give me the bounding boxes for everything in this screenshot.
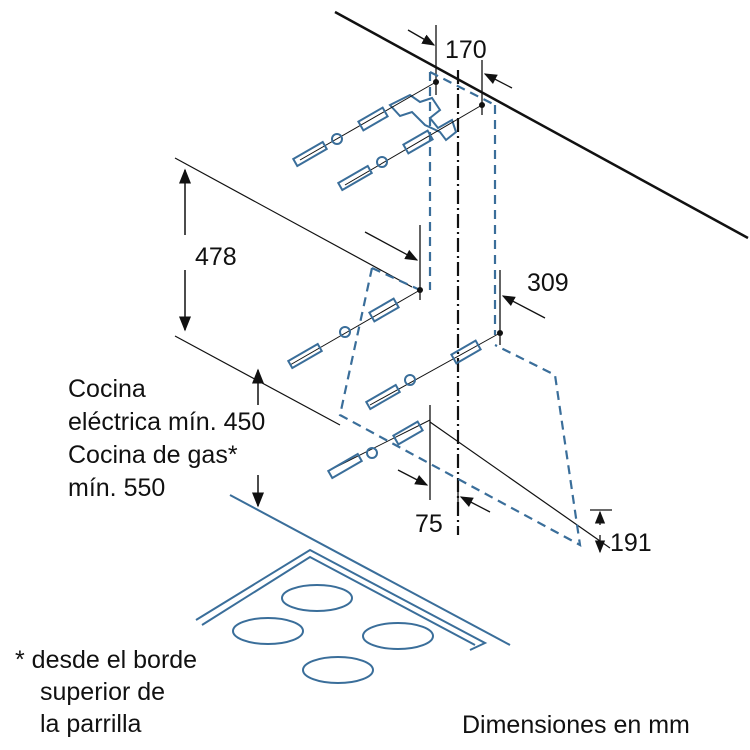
reference-line-upper xyxy=(174,157,413,288)
dimension-label-170: 170 xyxy=(445,36,487,64)
dimension-75 xyxy=(397,405,491,515)
hood-bottom-extension xyxy=(429,421,611,549)
footnote-line: * desde el borde xyxy=(15,646,197,674)
dimension-label-309: 309 xyxy=(527,269,569,297)
footnote-line: superior de xyxy=(40,678,165,706)
footnote-line: la parrilla xyxy=(40,710,142,738)
clearance-note-line: Cocina xyxy=(68,375,146,403)
dimension-309 xyxy=(364,225,546,345)
hood-outline xyxy=(338,267,582,548)
screw-set-5 xyxy=(326,419,431,480)
dimension-191 xyxy=(590,509,612,554)
screw-set-4 xyxy=(364,332,501,411)
screw-set-3 xyxy=(286,289,421,370)
fixings xyxy=(286,79,503,480)
burner xyxy=(302,656,374,684)
burner xyxy=(362,622,434,650)
burner xyxy=(232,617,304,645)
dimension-label-75: 75 xyxy=(415,510,443,538)
clearance-note-line: mín. 550 xyxy=(68,474,165,502)
chimney-outline xyxy=(428,71,497,335)
clearance-note-line: eléctrica mín. 450 xyxy=(68,408,265,436)
ceiling-line xyxy=(334,10,749,240)
units-note: Dimensiones en mm xyxy=(462,711,690,739)
wall-bracket xyxy=(388,93,458,142)
cooktop xyxy=(195,494,511,684)
screw-set-2 xyxy=(336,104,483,192)
dimension-label-191: 191 xyxy=(610,529,652,557)
clearance-note-line: Cocina de gas* xyxy=(68,441,238,469)
dimension-label-478: 478 xyxy=(195,243,237,271)
screw-set-1 xyxy=(291,81,437,168)
burner xyxy=(281,584,353,612)
